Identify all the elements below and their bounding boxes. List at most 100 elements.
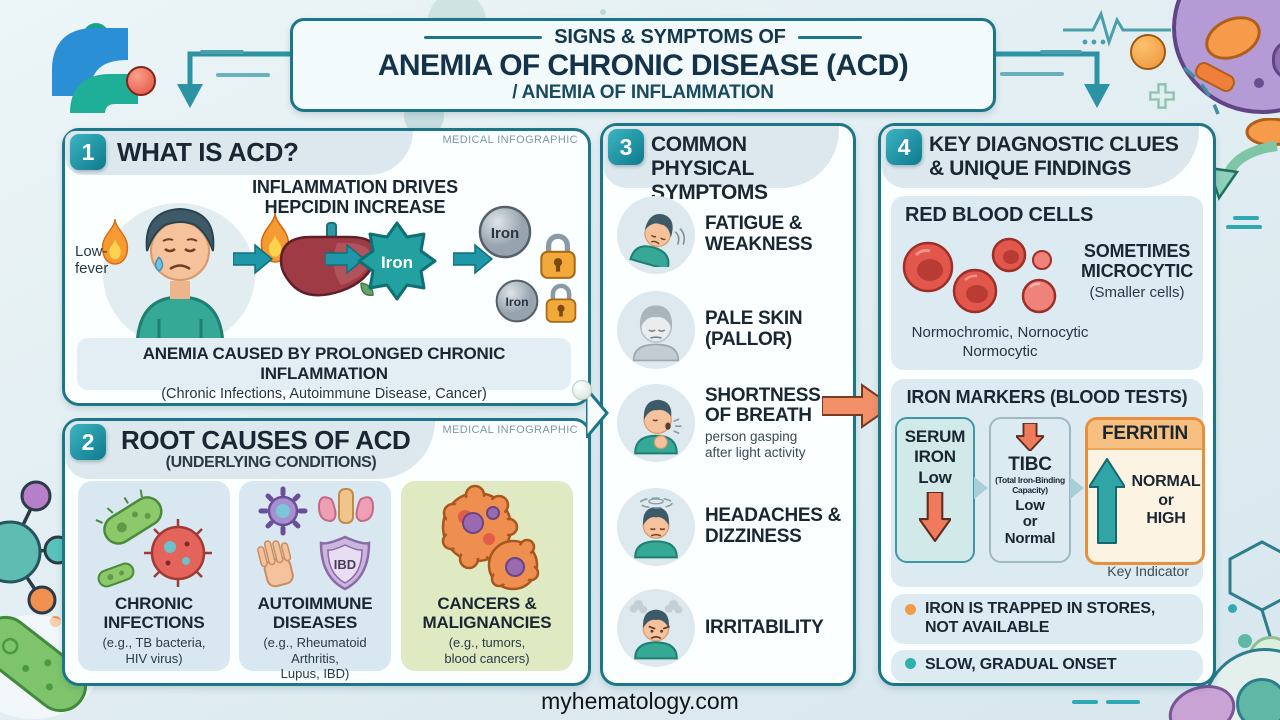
bullet-text: SLOW, GRADUAL ONSET <box>925 656 1117 673</box>
flow-arrow-icon <box>233 243 273 275</box>
iron-markers-card: IRON MARKERS (BLOOD TESTS) SERUM IRON Lo… <box>891 379 1205 587</box>
panel3-title: COMMON PHYSICAL SYMPTOMS <box>651 133 768 205</box>
panel2-number-badge: 2 <box>70 424 106 460</box>
panel2-header-band <box>65 421 435 479</box>
header-kicker: SIGNS & SYMPTOMS OF <box>554 25 786 48</box>
header-rule-left <box>424 35 543 39</box>
symptom-row-irritability: IRRITABILITY <box>617 589 824 667</box>
pale-face-icon <box>632 305 680 362</box>
symptom-label: IRRITABILITY <box>705 616 824 638</box>
symptom-subnote: person gasping after light activity <box>705 429 806 460</box>
gasping-person-icon <box>634 399 682 455</box>
accent-line <box>1226 225 1262 229</box>
symptom-label: PALE SKIN (PALLOR) <box>705 308 803 350</box>
ibd-shield-label: IBD <box>334 557 356 572</box>
cell-nucleus <box>1236 678 1280 720</box>
symptom-row-dizziness: HEADACHES & DIZZINESS <box>617 488 841 566</box>
fever-person-icon <box>135 207 225 349</box>
tibc-name: TIBC <box>1008 454 1052 475</box>
header-title: ANEMIA OF CHRONIC DISEASE (ACD) <box>377 48 909 82</box>
panel-what-is-acd: 1 WHAT IS ACD? MEDICAL INFOGRAPHIC INFLA… <box>62 128 591 406</box>
iron-ball-label: Iron <box>491 225 519 242</box>
tibc-full-name: (Total Iron-Binding Capacity) <box>995 475 1065 495</box>
panel4-title: KEY DIAGNOSTIC CLUES & UNIQUE FINDINGS <box>929 133 1179 181</box>
panel1-summary-bold: ANEMIA CAUSED BY PROLONGED CHRONIC INFLA… <box>142 344 506 383</box>
panel-root-causes: 2 ROOT CAUSES OF ACD (UNDERLYING CONDITI… <box>62 418 591 686</box>
cause-example: (e.g., TB bacteria, HIV virus) <box>102 635 206 666</box>
accent-line <box>1000 72 1064 76</box>
cause-title: CANCERS & MALIGNANCIES <box>422 594 552 632</box>
chevron-notch <box>586 388 609 438</box>
iron-ball-icon: Iron <box>495 279 539 323</box>
cause-title: AUTOIMMUNE DISEASES <box>257 594 373 632</box>
pearl-decoration <box>572 380 592 400</box>
panel1-title: WHAT IS ACD? <box>117 137 299 167</box>
rbc-card: RED BLOOD CELLS <box>891 196 1203 370</box>
orange-sphere <box>1130 34 1166 70</box>
teal-bullet-icon <box>905 658 916 669</box>
down-arrow-icon <box>918 491 952 543</box>
flame-icon <box>101 219 129 265</box>
autoimmune-icons: IBD <box>257 486 375 591</box>
teal-dot <box>1238 634 1252 648</box>
angry-person-icon <box>629 600 683 660</box>
hepcidin-star-label: Iron <box>381 253 413 272</box>
flow-arrow-icon <box>325 243 365 275</box>
fever-label: Low- fever <box>75 243 109 278</box>
symptom-label: FATIGUE & WEAKNESS <box>705 213 813 255</box>
accent-line <box>1072 700 1098 704</box>
rbc-caption: Normochromic, Nornocytic Normocytic <box>911 324 1089 360</box>
tumor-cells-icon <box>441 484 540 591</box>
chevron-right-icon <box>974 477 988 499</box>
panel1-header-band <box>65 131 413 175</box>
rbc-note: SOMETIMES MICROCYTIC <box>1081 241 1193 281</box>
tibc-value: Low or Normal <box>1004 496 1056 547</box>
panel4-header-band <box>881 126 1199 188</box>
symptom-label: HEADACHES & DIZZINESS <box>705 505 842 547</box>
padlock-icon <box>540 233 576 279</box>
iron-ball-icon: Iron <box>478 205 532 259</box>
up-arrow-icon <box>1089 458 1126 544</box>
panel4-number-badge: 4 <box>886 129 922 165</box>
cause-example: (e.g., tumors, blood cancers) <box>444 635 530 666</box>
ferritin-name: FERRITIN <box>1088 420 1202 450</box>
cause-title: CHRONIC INFECTIONS <box>103 594 205 632</box>
accent-line <box>1106 700 1140 704</box>
bullet-text: IRON IS TRAPPED IN STORES, NOT AVAILABLE <box>925 600 1156 637</box>
down-arrow-icon <box>1015 422 1045 452</box>
cause-card-cancers: CANCERS & MALIGNANCIES (e.g., tumors, bl… <box>401 481 573 671</box>
medical-cross-logo <box>52 23 138 113</box>
key-indicator-label: Key Indicator <box>1107 563 1189 579</box>
dizzy-person-icon <box>634 497 678 559</box>
panel1-summary-note: (Chronic Infections, Autoimmune Disease,… <box>161 386 487 402</box>
header-banner: SIGNS & SYMPTOMS OF ANEMIA OF CHRONIC DI… <box>290 18 996 112</box>
accent-line <box>216 73 270 77</box>
curved-arrow <box>1207 118 1280 201</box>
ferritin-value: NORMAL or HIGH <box>1131 473 1201 528</box>
padlock-icon <box>545 283 577 323</box>
symptom-row-pallor: PALE SKIN (PALLOR) <box>617 291 803 369</box>
bullet-iron-trapped: IRON IS TRAPPED IN STORES, NOT AVAILABLE <box>891 594 1203 644</box>
panel2-watermark: MEDICAL INFOGRAPHIC <box>442 424 578 436</box>
plus-icon <box>1149 83 1175 109</box>
rbc-note-sub: (Smaller cells) <box>1089 284 1185 301</box>
dashed-arc <box>1182 66 1220 115</box>
ferritin-box: FERRITIN NORMAL or HIGH <box>1085 417 1205 565</box>
symptom-row-fatigue: FATIGUE & WEAKNESS <box>617 196 813 274</box>
bullet-slow-onset: SLOW, GRADUAL ONSET <box>891 650 1203 682</box>
iron-markers-title: IRON MARKERS (BLOOD TESTS) <box>906 387 1188 407</box>
fatigue-person-icon <box>629 213 686 267</box>
rbc-cells-icon <box>902 237 1057 314</box>
panel1-number-badge: 1 <box>70 134 106 170</box>
flame-icon <box>260 213 290 263</box>
connector-arrow-right <box>985 51 1110 108</box>
panel-symptoms: 3 COMMON PHYSICAL SYMPTOMS FATIGUE & WEA… <box>600 123 856 686</box>
rbc-title: RED BLOOD CELLS <box>905 204 1094 226</box>
header-rule-right <box>797 35 862 39</box>
orange-flow-arrow <box>822 383 894 429</box>
panel1-watermark: MEDICAL INFOGRAPHIC <box>442 134 578 146</box>
accent-line <box>1040 50 1082 54</box>
hepcidin-star-icon: Iron <box>357 221 437 301</box>
symptom-row-breath: SHORTNESS OF BREATH person gasping after… <box>617 384 821 462</box>
